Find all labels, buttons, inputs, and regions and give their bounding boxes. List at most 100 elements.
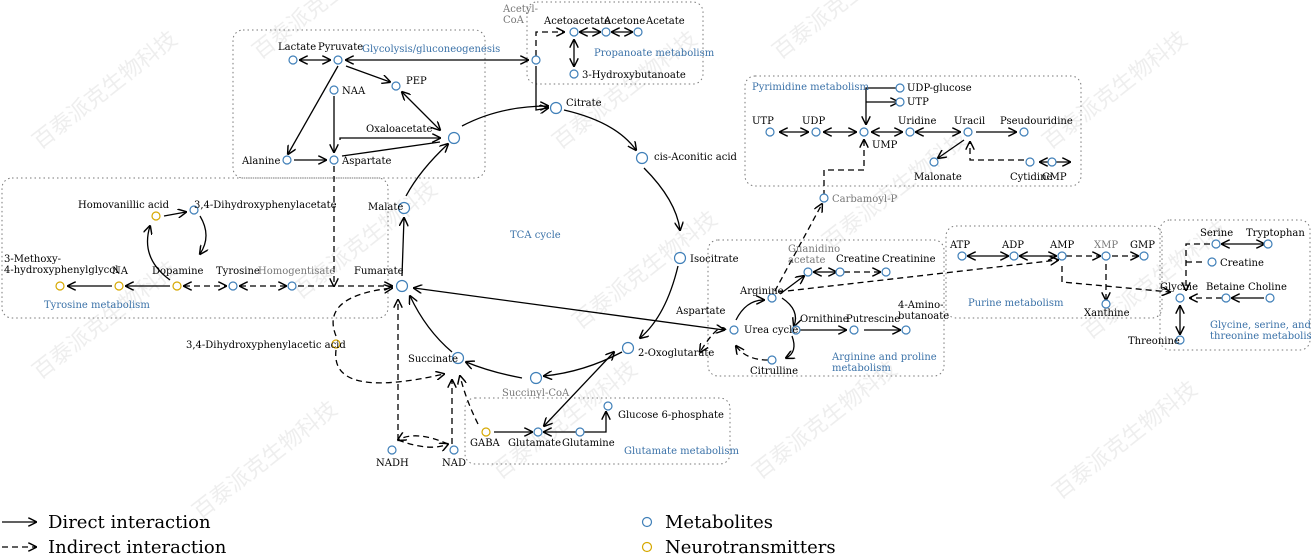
label-xanthine: Xanthine — [1084, 308, 1130, 319]
label-line: threonine metabolism — [1210, 331, 1311, 342]
node-uracil — [963, 127, 973, 137]
node-methoxy-hydroxyphenylglycol — [55, 281, 65, 291]
label-homovanillic-acid: Homovanillic acid — [78, 200, 170, 211]
node-acetoacetate — [569, 27, 579, 37]
node-dopamine — [172, 281, 182, 291]
label-naa: NAA — [342, 86, 366, 97]
watermark-text: 百泰派克生物科技 — [768, 0, 922, 65]
label-aspartate-2: Aspartate — [675, 306, 725, 317]
node-dopac — [331, 339, 341, 349]
label-line: 3-Methoxy- — [4, 254, 61, 265]
label-methoxy-hydroxyphenylglycol: 3-Methoxy-4-hydroxyphenylglycol — [4, 254, 118, 276]
node-3-hydroxybutanoate — [569, 69, 579, 79]
label-isocitrate: Isocitrate — [690, 254, 739, 265]
label-pyruvate: Pyruvate — [318, 42, 363, 53]
node-alanine — [282, 155, 292, 165]
label-utp: UTP — [752, 116, 774, 127]
node-acetyl-coa — [531, 55, 541, 65]
label-adp: ADP — [1001, 240, 1024, 251]
node-homovanillic-acid — [151, 211, 161, 221]
group-label-propanoate: Propanoate metabolism — [594, 48, 715, 59]
node-udp-glucose — [895, 83, 905, 93]
label-creatine-2: Creatine — [1220, 258, 1264, 269]
glycolysis-box — [232, 29, 486, 179]
label-line: metabolism — [832, 363, 891, 374]
label-choline: Choline — [1248, 282, 1287, 293]
label-amp: AMP — [1049, 240, 1074, 251]
label-homogentisate: Homogentisate — [258, 266, 335, 277]
label-tryptophan: Tryptophan — [1246, 228, 1305, 239]
group-labels: Glycolysis/gluconeogenesis Propanoate me… — [44, 44, 1311, 457]
label-cis-aconitic-acid: cis-Aconitic acid — [654, 152, 738, 163]
label-uracil: Uracil — [954, 116, 985, 127]
label-line: Arginine and proline — [831, 352, 937, 363]
label-line: butanoate — [898, 311, 949, 322]
label-line: CoA — [503, 15, 525, 26]
label-urea-cycle: Urea cycle — [744, 325, 798, 336]
node-naa — [329, 85, 339, 95]
label-line: 4-Amino- — [898, 300, 943, 311]
label-line: 4-hydroxyphenylglycol — [4, 265, 118, 276]
node-carbamoyl-p — [819, 193, 829, 203]
node-citrate — [549, 101, 563, 115]
label-aspartate: Aspartate — [341, 156, 391, 167]
group-label-pyrimidine: Pyrimidine metabolism — [752, 82, 870, 93]
label-malate: Malate — [368, 202, 403, 213]
group-label-glycolysis: Glycolysis/gluconeogenesis — [362, 44, 500, 55]
node-ump — [859, 127, 869, 137]
node-creatinine — [881, 267, 891, 277]
label-arginine: Arginine — [739, 286, 784, 297]
pyrimidine-box — [744, 75, 1082, 187]
label-creatinine: Creatinine — [882, 254, 936, 265]
label-gaba: GABA — [470, 438, 501, 449]
node-isocitrate — [673, 251, 687, 265]
node-oxaloacetate — [447, 131, 461, 145]
node-cytidine — [1025, 157, 1035, 167]
label-acetyl-coa: Acetyl-CoA — [502, 4, 538, 26]
legend-indirect-label: Indirect interaction — [48, 537, 227, 556]
node-citrulline — [767, 355, 777, 365]
node-acetate — [633, 27, 643, 37]
node-gmp — [1139, 251, 1149, 261]
legend-neurotransmitter-circle — [641, 541, 653, 553]
watermark-text: 百泰派克生物科技 — [248, 0, 402, 65]
label-succinyl-coa: Succinyl-CoA — [502, 388, 570, 399]
label-threonine: Threonine — [1128, 336, 1180, 347]
label-glutamine: Glutamine — [562, 438, 615, 449]
label-acetoacetate: Acetoacetate — [543, 16, 610, 27]
propanoate-box — [526, 1, 704, 85]
label-citrate: Citrate — [566, 98, 602, 109]
node-gaba — [481, 427, 491, 437]
node-cis-aconitic-acid — [635, 151, 649, 165]
group-label-glutamate: Glutamate metabolism — [624, 446, 739, 457]
node-serine — [1211, 239, 1221, 249]
node-arginine — [767, 293, 777, 303]
label-carbamoyl-p: Carbamoyl-P — [832, 194, 897, 205]
node-choline — [1265, 293, 1275, 303]
label-alanine: Alanine — [241, 156, 280, 167]
label-xmp: XMP — [1094, 240, 1118, 251]
label-dopamine: Dopamine — [152, 266, 204, 277]
tyrosine-box — [1, 177, 389, 319]
label-glucose-6-phosphate: Glucose 6-phosphate — [618, 410, 724, 421]
node-2-oxoglutarate — [621, 341, 635, 355]
node-adp — [1009, 251, 1019, 261]
node-nadh — [387, 445, 397, 455]
node-betaine — [1221, 293, 1231, 303]
label-line: Glycine, serine, and — [1210, 320, 1311, 331]
label-lactate: Lactate — [278, 42, 316, 53]
label-acetate: Acetate — [645, 16, 685, 27]
node-nad — [449, 445, 459, 455]
label-uridine: Uridine — [898, 116, 936, 127]
node-dihydroxyphenylacetate — [189, 205, 199, 215]
node-glycine — [1175, 293, 1185, 303]
label-fumarate: Fumarate — [354, 266, 404, 277]
label-3-hydroxybutanoate: 3-Hydroxybutanoate — [582, 70, 686, 81]
node-utp — [765, 127, 775, 137]
node-xmp — [1101, 251, 1111, 261]
node-acetone — [601, 27, 611, 37]
label-cmp: CMP — [1042, 172, 1067, 183]
node-utp2 — [895, 97, 905, 107]
